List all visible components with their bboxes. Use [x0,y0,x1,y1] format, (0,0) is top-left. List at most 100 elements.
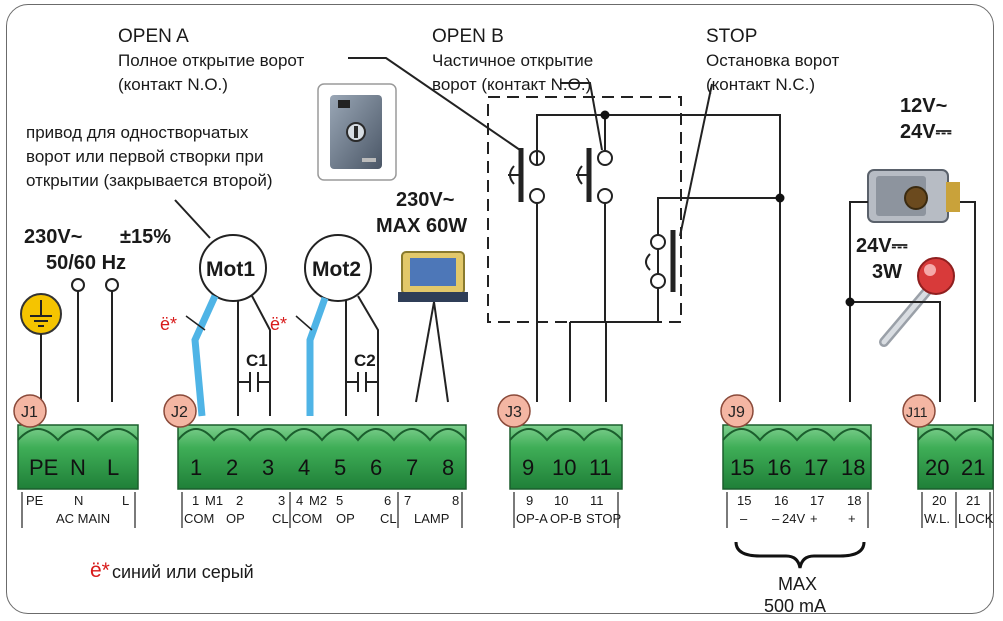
wl-wire [850,301,941,402]
svg-text:COM: COM [292,511,322,526]
lock-wire-right [960,201,976,402]
j1-term-pe: PE [29,455,58,480]
legend-text: синий или серый [112,562,254,582]
badge-j3: J3 [497,394,531,428]
wl-rating-power: 3W [872,261,902,283]
open-a-line1: Полное открытие ворот [118,51,305,70]
svg-text:16: 16 [774,493,788,508]
j2-term-4: 4 [298,455,310,480]
stop-top-wire [657,197,780,235]
j2-term-8: 8 [442,455,454,480]
j11-term-21: 21 [961,455,985,480]
capacitor-c1-label: C1 [246,351,268,370]
svg-text:3: 3 [278,493,285,508]
lock-rating-ac: 12V~ [900,95,947,117]
motor-1: Mot1 [199,234,267,302]
svg-text:8: 8 [452,493,459,508]
lamp-wire-8 [433,301,449,403]
mains-n-terminal [71,278,85,292]
control-contacts-box [487,96,682,323]
open-b-leader [560,82,603,151]
connector-j2: 1 2 3 4 5 6 7 8 [177,424,467,490]
svg-text:AC MAIN: AC MAIN [56,511,110,526]
svg-text:5: 5 [336,493,343,508]
connector-j3: 9 10 11 [509,424,623,490]
svg-text:N: N [74,493,83,508]
stop-line2: (контакт N.C.) [706,75,815,94]
connector-j9: 15 16 17 18 [722,424,872,490]
lock-wire-left [849,201,868,402]
power-voltage: 230V~ [24,226,82,248]
motor-1-label: Mot1 [206,258,255,281]
motor-2-common-wire [306,296,329,416]
wl-rating-voltage: 24V⎓ [856,235,908,257]
j2-term-1: 1 [190,455,202,480]
j9-term-16: 16 [767,455,791,480]
capacitor-c1 [238,372,270,392]
earth-icon [20,293,62,335]
motor-2-label: Mot2 [312,258,361,281]
badge-j2: J2 [163,394,197,428]
capacitor-c2-label: C2 [354,351,376,370]
svg-text:STOP: STOP [586,511,621,526]
svg-text:–: – [772,511,780,526]
connector-j11: 20 21 [917,424,994,490]
svg-text:18: 18 [847,493,861,508]
svg-text:15: 15 [737,493,751,508]
svg-text:W.L.: W.L. [924,511,950,526]
svg-text:OP-B: OP-B [550,511,582,526]
motor-1-common-wire [191,294,219,417]
lamp-wire-7 [415,301,435,403]
j9-term-18: 18 [841,455,865,480]
open-b-line1: Частичное открытие [432,51,593,70]
motor-1-cl-wire [251,295,271,416]
legend-mark: ё* [90,559,110,582]
junction-dot [845,297,855,307]
j9-term-15: 15 [730,455,754,480]
svg-text:M2: M2 [309,493,327,508]
motor-note-line1: привод для одностворчатых [26,123,249,142]
svg-text:+: + [810,511,818,526]
stop-contact [645,230,676,292]
svg-text:4: 4 [296,493,303,508]
j3-term-11: 11 [589,455,612,480]
svg-text:CL: CL [380,511,397,526]
motor-note-leader [174,199,211,239]
motor-note-line3: открытии (закрывается второй) [26,171,272,190]
j2-term-2: 2 [226,455,238,480]
svg-text:OP-A: OP-A [516,511,548,526]
svg-text:LOCK: LOCK [958,511,994,526]
j2-term-6: 6 [370,455,382,480]
open-a-contact [508,148,545,204]
lock-rating-dc: 24V⎓ [900,121,952,143]
svg-text:J1: J1 [21,404,38,421]
svg-text:10: 10 [554,493,568,508]
open-b-line2: ворот (контакт N.O.) [432,75,591,94]
color-mark-1: ё* [160,314,177,334]
j11-sublabels: 20 21 W.L. LOCK [921,492,994,528]
mains-l-terminal [105,278,119,292]
common-wire [536,114,781,402]
open-b-contact [576,148,613,204]
svg-text:OP: OP [336,511,355,526]
j1-term-l: L [107,455,119,480]
power-frequency: 50/60 Hz [46,252,126,274]
svg-text:17: 17 [810,493,824,508]
svg-text:7: 7 [404,493,411,508]
connector-j1: PE N L [17,424,139,490]
svg-text:21: 21 [966,493,980,508]
svg-text:24V: 24V [782,511,805,526]
lamp-rating-power: MAX 60W [376,215,467,237]
svg-text:2: 2 [236,493,243,508]
open-b-title: OPEN B [432,26,504,47]
j2-term-7: 7 [406,455,418,480]
svg-text:M1: M1 [205,493,223,508]
open-a-line2: (контакт N.O.) [118,75,228,94]
open-a-leader [348,57,521,151]
svg-text:L: L [122,493,129,508]
svg-text:J2: J2 [171,404,188,421]
svg-text:1: 1 [192,493,199,508]
motor-2: Mot2 [304,234,372,302]
stop-line1: Остановка ворот [706,51,839,70]
